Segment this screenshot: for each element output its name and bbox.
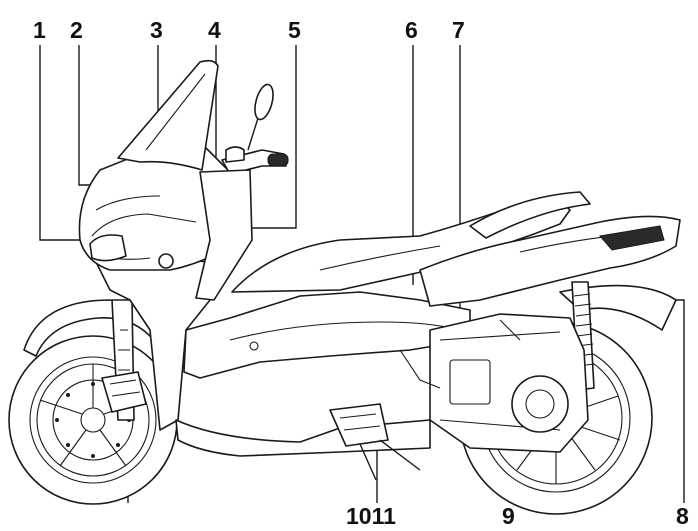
- windscreen: [117, 59, 219, 171]
- callout-8: 8: [676, 503, 689, 529]
- callout-10-11: 1011: [346, 503, 396, 529]
- front-brake-caliper: [101, 371, 147, 413]
- callout-7: 7: [452, 17, 465, 43]
- callout-6: 6: [405, 17, 418, 43]
- scooter-illustration: [8, 59, 681, 515]
- callout-3: 3: [150, 17, 163, 43]
- leader-5: [238, 45, 297, 229]
- floorboard: [183, 291, 471, 379]
- under-cover: [175, 419, 431, 457]
- callout-2: 2: [70, 17, 83, 43]
- engine-case: [429, 313, 589, 453]
- center-stand: [329, 403, 421, 481]
- front-wheel: [8, 335, 178, 505]
- callout-9: 9: [502, 503, 515, 529]
- mirror: [247, 83, 274, 151]
- tail-light: [599, 225, 665, 251]
- cvt-cover: [511, 375, 569, 433]
- leader-1: [39, 45, 96, 241]
- callout-5: 5: [288, 17, 301, 43]
- grab-rail: [469, 191, 591, 239]
- turn-signal: [158, 253, 174, 269]
- headlight: [89, 234, 127, 262]
- callout-4: 4: [208, 17, 221, 43]
- callout-1: 1: [33, 17, 46, 43]
- steering-column: [195, 169, 253, 301]
